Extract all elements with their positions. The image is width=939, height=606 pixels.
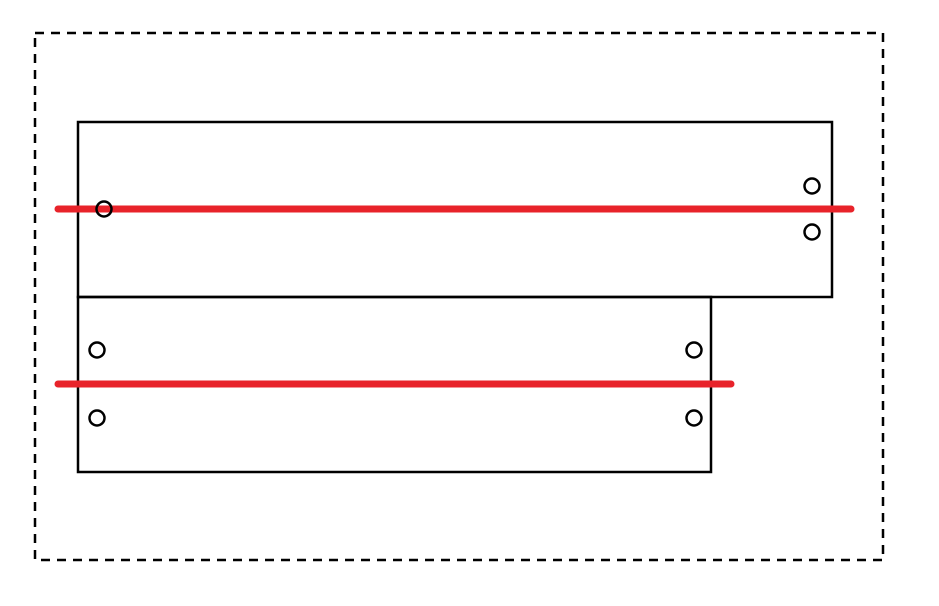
upper-panel-hole-left	[95, 200, 113, 218]
lower-panel-hole-right-top	[685, 341, 703, 359]
dashed-boundary	[33, 31, 885, 562]
lower-panel-hole-left-top	[88, 341, 106, 359]
upper-panel-hole-right-bottom	[803, 223, 821, 241]
lower-panel-hole-right-bottom	[685, 409, 703, 427]
lower-panel-hole-left-bottom	[88, 409, 106, 427]
upper-panel-hole-right-top	[803, 177, 821, 195]
